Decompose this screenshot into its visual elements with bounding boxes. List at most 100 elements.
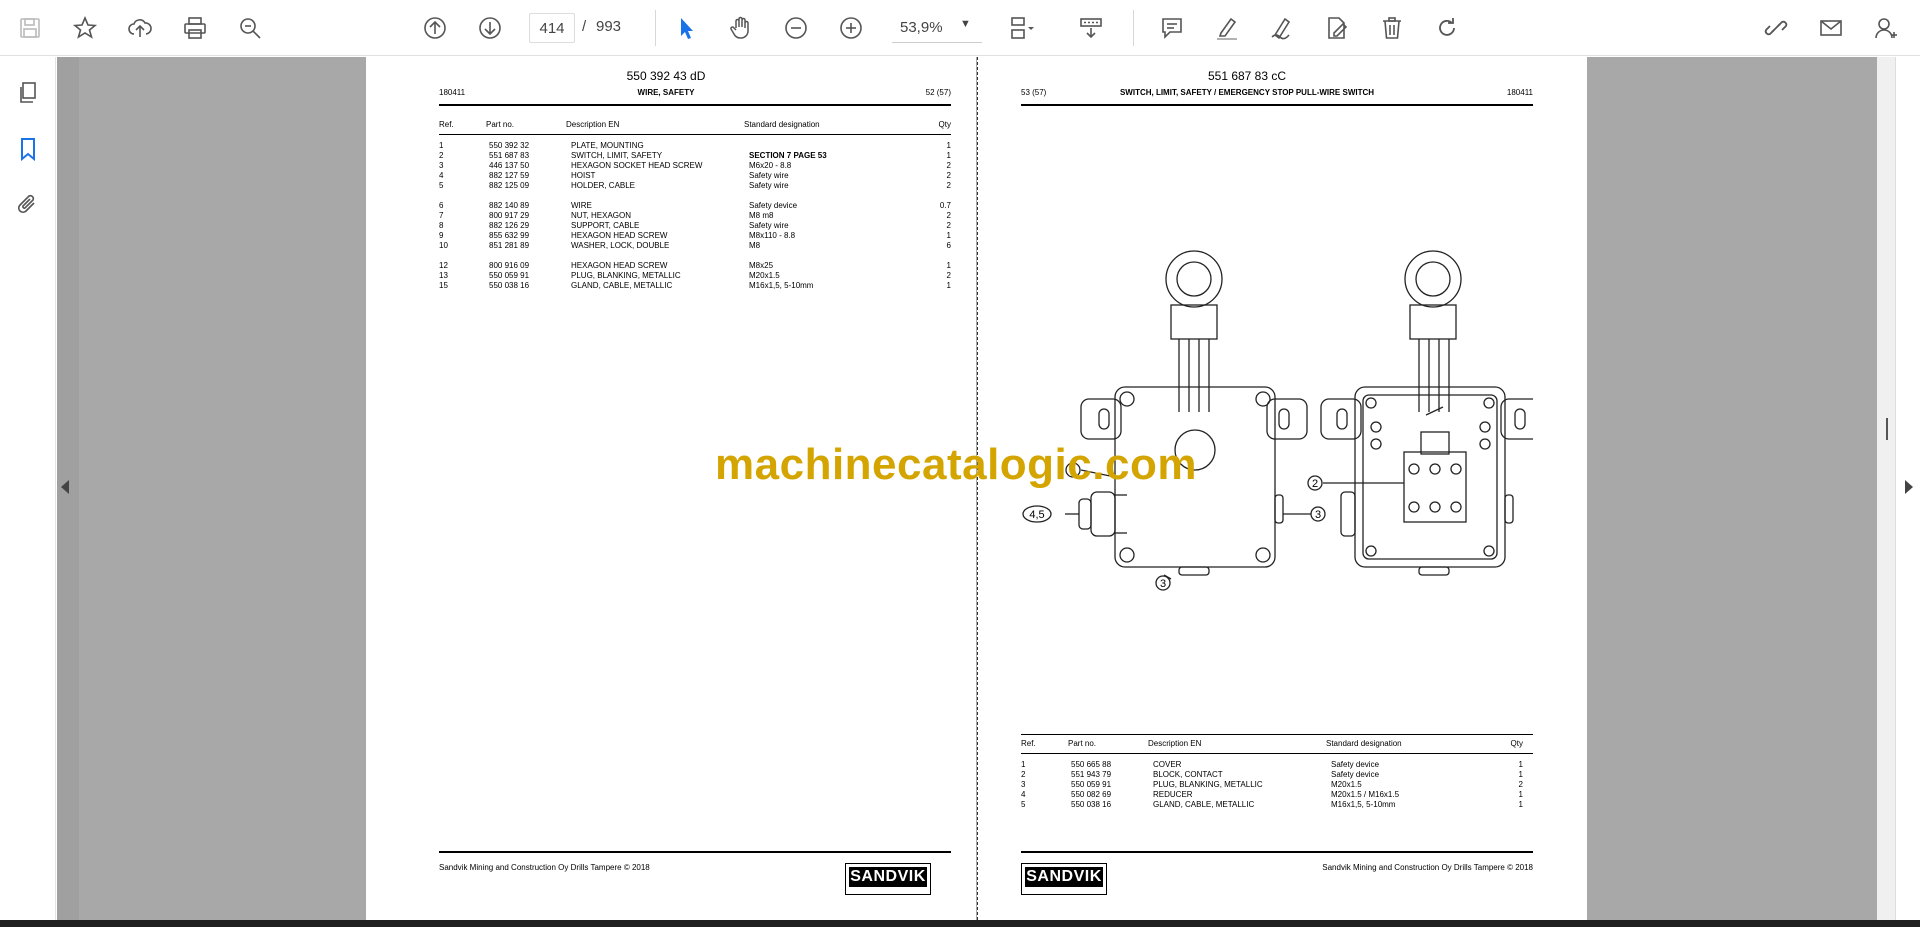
table-cell-qty: 1 (946, 231, 951, 240)
table-cell-ref: 8 (439, 221, 444, 230)
table-cell-desc (569, 191, 747, 201)
column-header-standard: Standard designation (744, 120, 820, 129)
table-cell-desc: PLUG, BLANKING, METALLIC (1153, 780, 1263, 789)
table-cell-std: Safety device (749, 201, 798, 210)
sandvik-logo: SANDVIK (845, 863, 931, 895)
table-cell-qty: 2 (946, 161, 951, 170)
comment-icon[interactable] (1154, 10, 1190, 46)
table-cell-part: 551 687 83 (489, 151, 530, 160)
previous-page-icon[interactable] (417, 10, 453, 46)
column-header-ref: Ref. (439, 120, 454, 129)
page-footer: Sandvik Mining and Construction Oy Drill… (439, 863, 650, 872)
table-cell-desc: BLOCK, CONTACT (1153, 770, 1223, 779)
table-cell-part: 800 916 09 (489, 261, 530, 270)
watermark-text: machinecatalogic.com (715, 440, 1197, 489)
table-cell-std: M6x20 - 8.8 (749, 161, 792, 170)
zoom-select[interactable]: 53,9% (892, 13, 982, 43)
page-number-input[interactable] (529, 13, 575, 43)
scrollbar-thumb[interactable] (1886, 418, 1888, 440)
scroll-mode-icon[interactable] (1073, 10, 1109, 46)
table-cell-desc (569, 251, 747, 261)
table-cell-std: M8x110 - 8.8 (749, 231, 796, 240)
select-cursor-icon[interactable] (668, 10, 704, 46)
table-cell-part: 550 392 32 (489, 141, 530, 150)
table-cell-std (747, 251, 917, 261)
left-sidebar (0, 57, 56, 927)
callout-3: 3 (1315, 509, 1321, 521)
hand-tool-icon[interactable] (723, 10, 759, 46)
table-row (439, 251, 951, 261)
draw-pen-icon[interactable] (1264, 10, 1300, 46)
expand-right-panel-icon[interactable] (1905, 480, 1913, 494)
page-reference: 52 (57) (925, 88, 951, 97)
delete-icon[interactable] (1374, 10, 1410, 46)
page-total: 993 (596, 18, 622, 35)
table-cell-part (487, 251, 569, 261)
table-cell-ref: 4 (439, 171, 444, 180)
zoom-in-icon[interactable] (833, 10, 869, 46)
table-cell-std: M8 m8 (749, 211, 774, 220)
email-icon[interactable] (1813, 10, 1849, 46)
edit-document-icon[interactable] (1319, 10, 1355, 46)
page-title: 550 392 43 dD (626, 69, 706, 83)
table-cell-part: 550 038 16 (1071, 800, 1112, 809)
table-cell-desc: WASHER, LOCK, DOUBLE (571, 241, 670, 250)
table-cell-desc: HOLDER, CABLE (571, 181, 636, 190)
table-cell-qty: 2 (946, 271, 951, 280)
table-cell-std: Safety wire (749, 221, 789, 230)
table-cell-qty: 6 (946, 241, 951, 250)
scrollbar[interactable] (1877, 57, 1895, 920)
table-cell-part: 882 127 59 (489, 171, 530, 180)
bookmark-star-icon[interactable] (67, 10, 103, 46)
table-cell-part: 550 038 16 (489, 281, 530, 290)
column-header-qty: Qty (1510, 739, 1523, 748)
bookmarks-icon[interactable] (10, 131, 46, 167)
chevron-down-icon[interactable]: ▼ (960, 18, 971, 30)
table-cell-qty: 2 (946, 211, 951, 220)
table-cell-part (487, 191, 569, 201)
table-cell-qty: 1 (1518, 770, 1523, 779)
zoom-out-icon[interactable] (778, 10, 814, 46)
page-thumbnails-icon[interactable] (10, 75, 46, 111)
table-cell-part: 550 665 88 (1071, 760, 1112, 769)
page-reference: 53 (57) (1021, 88, 1047, 97)
table-cell-qty: 1 (946, 151, 951, 160)
collapse-left-panel-icon[interactable] (61, 480, 69, 494)
table-cell-ref: 3 (439, 161, 444, 170)
column-header-description: Description EN (1148, 739, 1202, 748)
table-cell-part: 882 140 89 (489, 201, 530, 210)
upload-cloud-icon[interactable] (122, 10, 158, 46)
print-icon[interactable] (177, 10, 213, 46)
next-page-icon[interactable] (472, 10, 508, 46)
column-header-part: Part no. (1068, 739, 1097, 748)
table-cell-desc: HOIST (571, 171, 596, 180)
table-cell-part: 851 281 89 (489, 241, 530, 250)
table-cell-std: Safety wire (749, 181, 789, 190)
table-cell-desc: REDUCER (1153, 790, 1193, 799)
table-cell-qty: 1 (1518, 800, 1523, 809)
pdf-page-left: 550 392 43 dD 180411 WIRE, SAFETY 52 (57… (366, 57, 976, 920)
table-cell-part: 550 059 91 (489, 271, 530, 280)
search-icon[interactable] (232, 10, 268, 46)
table-cell-ref: 10 (439, 241, 448, 250)
add-user-icon[interactable] (1868, 10, 1904, 46)
attachments-icon[interactable] (10, 187, 46, 223)
save-icon[interactable] (12, 10, 48, 46)
table-cell-std (747, 141, 917, 151)
page-subtitle: WIRE, SAFETY (637, 88, 695, 97)
share-link-icon[interactable] (1758, 10, 1794, 46)
page-code: 180411 (1506, 88, 1533, 97)
table-cell-std: M16x1,5, 5-10mm (1331, 800, 1396, 809)
page-layout-icon[interactable] (1003, 10, 1039, 46)
rotate-icon[interactable] (1429, 10, 1465, 46)
table-cell-ref: 12 (439, 261, 448, 270)
highlight-icon[interactable] (1209, 10, 1245, 46)
